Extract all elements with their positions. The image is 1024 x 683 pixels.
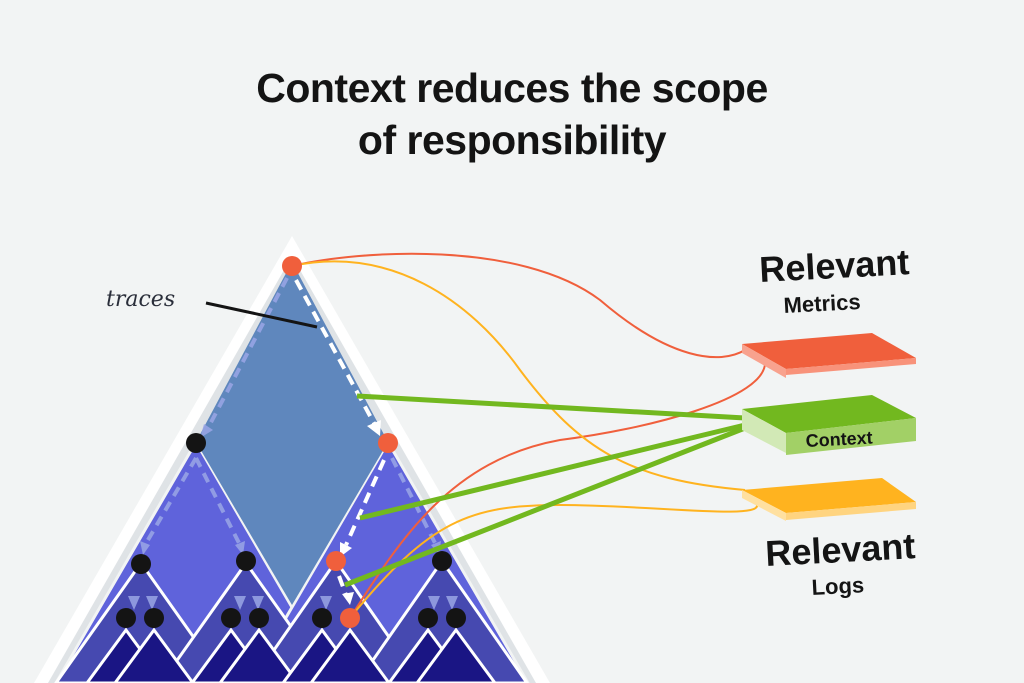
node[interactable] <box>446 608 466 628</box>
metrics-connections <box>291 252 767 619</box>
logs-label-top: Relevant <box>764 525 916 574</box>
metrics-label-top: Relevant <box>758 241 910 290</box>
node-highlighted[interactable] <box>340 608 360 628</box>
traces-pointer <box>205 301 318 329</box>
metrics-label-bottom: Metrics <box>783 289 861 318</box>
metrics-block[interactable] <box>742 333 916 378</box>
node[interactable] <box>249 608 269 628</box>
node[interactable] <box>312 608 332 628</box>
faint-trace-arrows <box>143 277 438 547</box>
node[interactable] <box>116 608 136 628</box>
node[interactable] <box>221 608 241 628</box>
node-highlighted[interactable] <box>378 433 398 453</box>
node[interactable] <box>186 433 206 453</box>
node[interactable] <box>432 551 452 571</box>
node[interactable] <box>236 551 256 571</box>
root-scope <box>196 262 388 605</box>
leaf-subtrees <box>85 627 497 683</box>
node-highlighted[interactable] <box>326 551 346 571</box>
logs-connections <box>291 260 758 619</box>
highlighted-trace-path <box>294 279 386 596</box>
traces-label: traces <box>106 287 175 312</box>
context-block[interactable] <box>742 395 916 455</box>
title-line-1: Context reduces the scope <box>256 65 768 111</box>
title-line-2: of responsibility <box>357 117 667 163</box>
node-root[interactable] <box>282 256 302 276</box>
context-connections <box>344 393 746 588</box>
diagram-title: Context reduces the scope of responsibil… <box>0 62 1024 166</box>
highlighted-arrowheads <box>340 420 381 605</box>
node[interactable] <box>131 554 151 574</box>
node[interactable] <box>418 608 438 628</box>
logs-label-bottom: Logs <box>811 572 865 600</box>
context-label: Context <box>805 428 873 451</box>
level-2-subtrees <box>54 558 529 683</box>
trace-nodes <box>116 256 466 628</box>
logs-block[interactable] <box>742 478 916 521</box>
node[interactable] <box>144 608 164 628</box>
